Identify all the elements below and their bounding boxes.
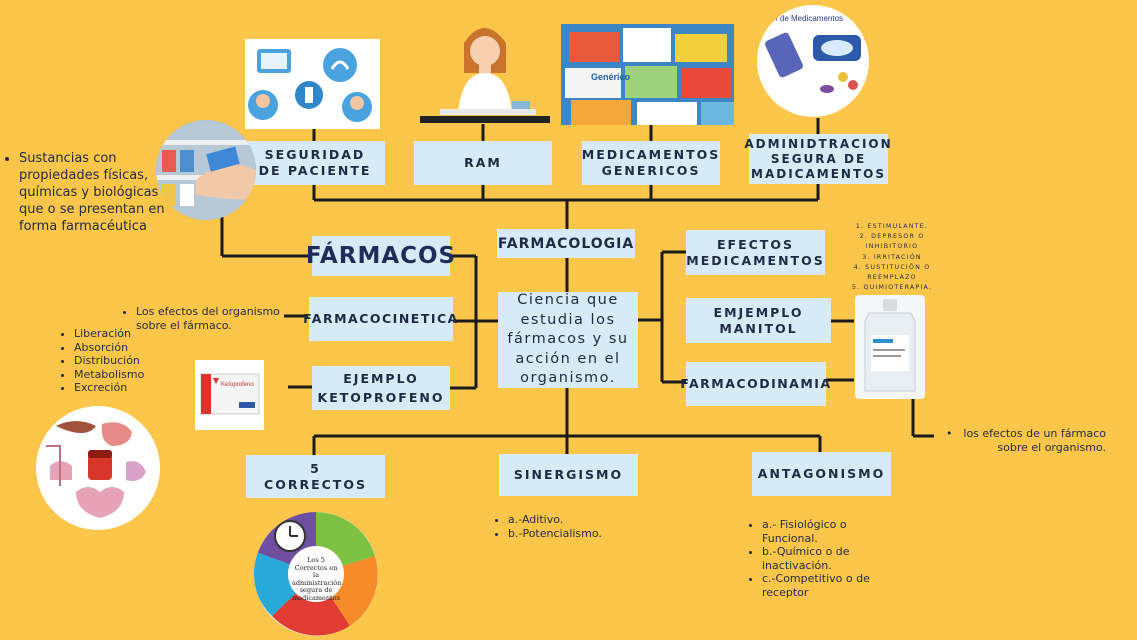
generic-label: Genérico: [591, 72, 631, 82]
farmacologia-box: FARMACOLOGIA: [497, 229, 635, 258]
farmacocinetica-label: FARMACOCINETICA: [303, 311, 459, 326]
efecto-sustitucion: 4. SUSTITUCIÓN O REEMPLAZO: [853, 263, 931, 282]
definicion-box: Ciencia que estudia los fármacos y su ac…: [498, 292, 638, 388]
patient-safety-image: [245, 39, 380, 129]
ejemplo-manitol-box: EMJEMPLO MANITOL: [686, 298, 831, 343]
proceso-distribucion: Distribución: [74, 354, 180, 368]
sinergismo-aditivo: a.-Aditivo.: [508, 513, 654, 527]
manitol-bottle-photo: [855, 295, 925, 399]
procesos-list: Liberación Absorción Distribución Metabo…: [60, 327, 180, 395]
seguridad-paciente-label: SEGURIDAD DE PACIENTE: [258, 147, 372, 178]
cinco-correctos-image-text: Los 5 Correctos en la administración seg…: [292, 556, 342, 602]
farmacos-box: FÁRMACOS: [306, 236, 455, 276]
ejemplo-ketoprofeno-box: EJEMPLO KETOPROFENO: [312, 366, 450, 410]
proceso-liberacion: Liberación: [74, 327, 180, 341]
antagonismo-label: ANTAGONISMO: [757, 466, 886, 481]
cinco-correctos-label: 5 CORRECTOS: [264, 460, 367, 492]
farmacodinamia-description-text: los efectos de un fármaco sobre el organ…: [963, 427, 1106, 454]
efecto-quimioterapia: 5. QUIMIOTERAPIA.: [851, 284, 933, 292]
antagonismo-fisiologico: a.- Fisiológico o Funcional.: [762, 518, 898, 545]
farmacodinamia-box: FARMACODINAMIA: [680, 362, 830, 406]
efectos-lista: 1. ESTIMULANTE. 2. DEPRESOR O INHIBITORI…: [848, 222, 936, 293]
medicamentos-genericos-box: MEDICAMENTOS GENERICOS: [582, 141, 720, 185]
antagonismo-quimico: b.-Químico o de inactivación.: [762, 545, 898, 572]
medicamentos-genericos-label: MEDICAMENTOS GENERICOS: [581, 147, 721, 178]
administracion-segura-box: ADMINIDTRACION SEGURA DE MADICAMENTOS: [744, 134, 891, 184]
ejemplo-manitol-label: EMJEMPLO MANITOL: [713, 304, 804, 336]
farmacologia-label: FARMACOLOGIA: [497, 235, 635, 252]
antagonismo-competitivo: c.-Competitivo o de receptor: [762, 572, 898, 599]
efecto-depresor: 2. DEPRESOR O INHIBITORIO: [859, 233, 925, 251]
farmacos-label: FÁRMACOS: [305, 243, 457, 269]
cinco-correctos-box: 5 CORRECTOS: [246, 455, 385, 498]
admin-caption: ión de Medicamentos: [767, 14, 844, 23]
sinergismo-label: SINERGISMO: [513, 467, 624, 482]
proceso-metabolismo: Metabolismo: [74, 368, 180, 382]
efectos-medicamentos-label: EFECTOS MEDICAMENTOS: [686, 236, 825, 268]
administracion-segura-label: ADMINIDTRACION SEGURA DE MADICAMENTOS: [744, 136, 893, 181]
ketoprofeno-label: Ketoprofeno: [221, 382, 254, 388]
farmacocinetica-description: Los efectos del organismo sobre el fárma…: [124, 305, 294, 333]
ketoprofeno-box-photo: Ketoprofeno: [195, 360, 264, 430]
pharmacy-shelf-photo: [156, 120, 256, 220]
farmacos-description: Sustancias con propiedades físicas, quím…: [6, 150, 166, 235]
farmacocinetica-box: FARMACOCINETICA: [303, 297, 457, 341]
antagonismo-list: a.- Fisiológico o Funcional. b.-Químico …: [748, 518, 898, 599]
generic-medicines-photo: Genérico: [561, 24, 734, 125]
ejemplo-ketoprofeno-label: EJEMPLO KETOPROFENO: [317, 371, 445, 405]
safe-administration-image: ión de Medicamentos: [757, 5, 869, 117]
sinergismo-box: SINERGISMO: [499, 454, 638, 496]
farmacodinamia-description: • los efectos de un fármaco sobre el org…: [946, 427, 1106, 455]
farmacocinetica-description-item: Los efectos del organismo sobre el fárma…: [136, 305, 294, 333]
efectos-medicamentos-box: EFECTOS MEDICAMENTOS: [686, 230, 825, 275]
definicion-text: Ciencia que estudia los fármacos y su ac…: [507, 292, 629, 387]
pharmacist-illustration: [420, 15, 550, 125]
cinco-correctos-image: Los 5 Correctos en la administración seg…: [254, 512, 378, 636]
farmacodinamia-label: FARMACODINAMIA: [680, 376, 832, 391]
proceso-absorcion: Absorción: [74, 341, 180, 355]
anatomy-illustration: [36, 406, 160, 530]
sinergismo-potencialismo: b.-Potencialismo.: [508, 527, 654, 541]
sinergismo-list: a.-Aditivo. b.-Potencialismo.: [494, 513, 654, 541]
efecto-irritacion: 3. IRRITACIÓN: [862, 253, 922, 261]
proceso-excrecion: Excreción: [74, 381, 180, 395]
efecto-estimulante: 1. ESTIMULANTE.: [855, 223, 929, 230]
seguridad-paciente-box: SEGURIDAD DE PACIENTE: [245, 141, 385, 185]
ram-label: RAM: [464, 155, 502, 170]
ram-box: RAM: [414, 141, 552, 185]
farmacos-description-item: Sustancias con propiedades físicas, quím…: [19, 150, 166, 235]
antagonismo-box: ANTAGONISMO: [752, 452, 891, 496]
farmacodinamia-bullet: •: [946, 427, 953, 440]
